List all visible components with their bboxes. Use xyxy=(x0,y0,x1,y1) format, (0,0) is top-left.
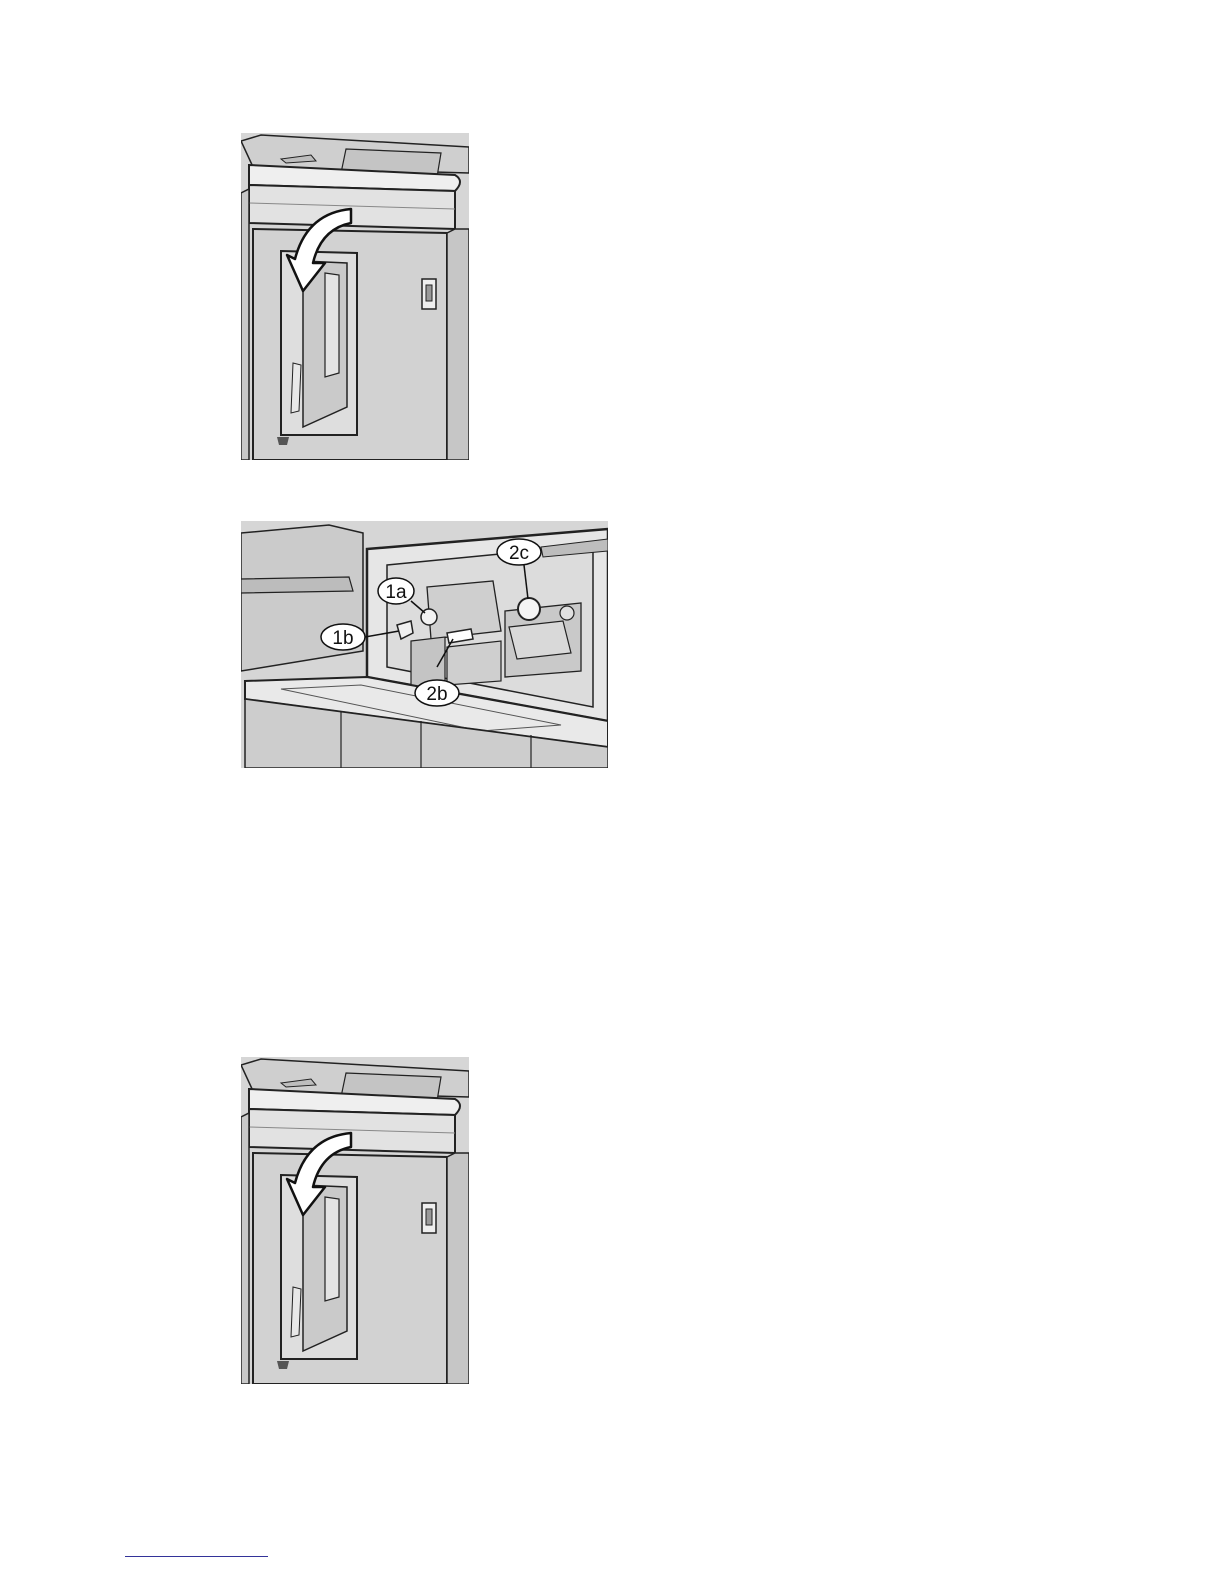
callout-2b-label: 2b xyxy=(426,684,447,705)
callout-2c: 2c xyxy=(497,539,541,565)
jam-clearance-levers-illustration: 1a 1b 2b 2c xyxy=(241,521,608,768)
close-front-cover-illustration xyxy=(241,1057,469,1384)
callout-1a: 1a xyxy=(378,578,414,604)
callout-1a-label: 1a xyxy=(385,582,407,603)
callout-1b-label: 1b xyxy=(332,628,353,649)
open-front-cover-illustration xyxy=(241,133,469,460)
footer-divider xyxy=(125,1556,268,1557)
callout-2b: 2b xyxy=(415,680,459,706)
callout-1b: 1b xyxy=(321,624,365,650)
callout-2c-label: 2c xyxy=(509,543,529,564)
